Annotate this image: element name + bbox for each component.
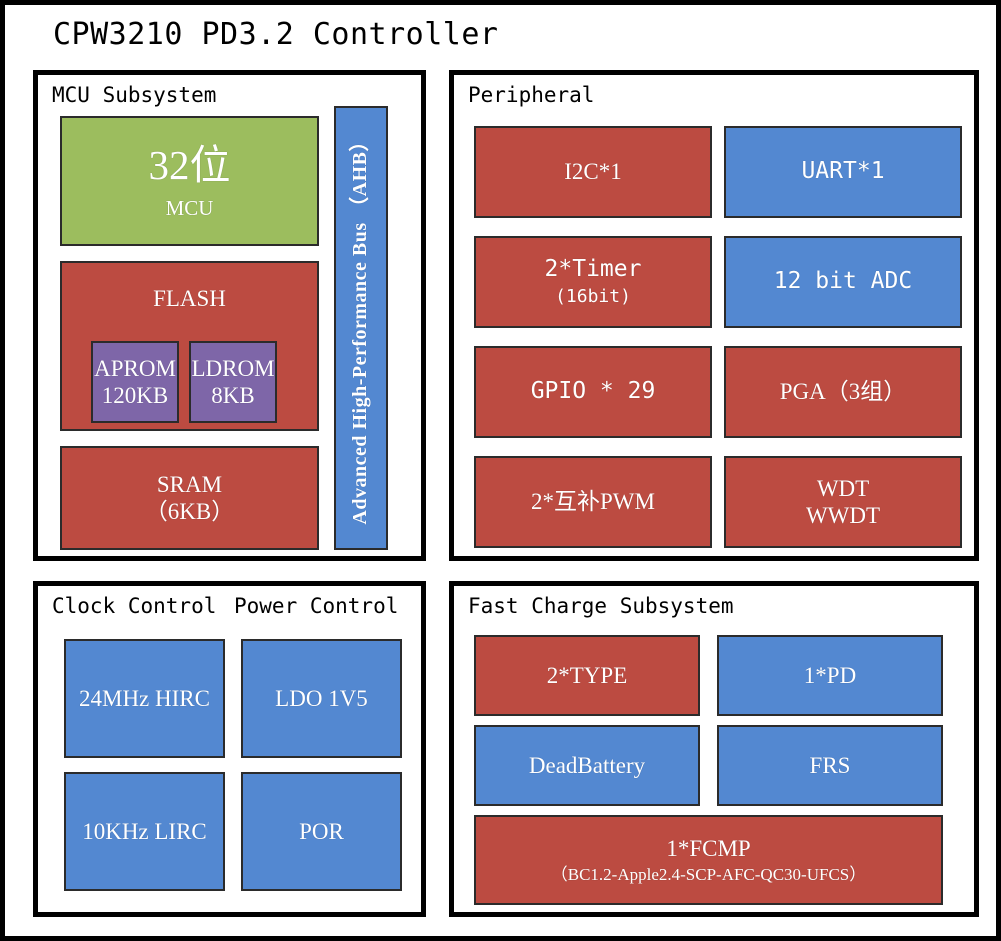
panel-title-mcu-subsystem: MCU Subsystem <box>52 83 217 107</box>
block-mcu-core-sublabel: MCU <box>165 195 214 220</box>
block-hirc-label: 24MHz HIRC <box>79 685 210 711</box>
block-wdt[interactable]: WDT WWDT <box>724 456 962 548</box>
block-ldrom[interactable]: LDROM 8KB <box>189 341 277 423</box>
panel-fast-charge-subsystem: Fast Charge Subsystem 2*TYPE 1*PD DeadBa… <box>449 581 979 917</box>
block-i2c-label: I2C*1 <box>564 159 622 185</box>
block-type-c[interactable]: 2*TYPE <box>474 635 700 716</box>
block-ahb-bus-label: Advanced High-Performance Bus （AHB） <box>349 131 372 525</box>
block-aprom-size: 120KB <box>101 383 169 408</box>
block-gpio-label: GPIO * 29 <box>530 378 656 405</box>
panel-mcu-subsystem: MCU Subsystem 32位 MCU FLASH APROM 120KB … <box>33 70 426 561</box>
panel-title-clock-control: Clock Control <box>52 594 217 618</box>
panel-title-power-control: Power Control <box>234 594 399 618</box>
block-pd-label: 1*PD <box>803 662 857 688</box>
block-aprom-label: APROM <box>94 355 176 381</box>
block-pga[interactable]: PGA（3组） <box>724 346 962 438</box>
panel-peripheral: Peripheral I2C*1 UART*1 2*Timer (16bit) … <box>449 70 979 561</box>
block-por-label: POR <box>299 818 344 844</box>
block-fcmp-protocols: （BC1.2-Apple2.4-SCP-AFC-QC30-UFCS） <box>550 865 867 885</box>
block-hirc[interactable]: 24MHz HIRC <box>64 639 225 758</box>
block-ldo-label: LDO 1V5 <box>275 685 368 711</box>
block-flash[interactable]: FLASH APROM 120KB LDROM 8KB <box>60 261 319 431</box>
block-sram-label: SRAM <box>156 471 223 497</box>
block-timer-sublabel: (16bit) <box>555 286 631 308</box>
block-i2c[interactable]: I2C*1 <box>474 126 712 218</box>
block-ldrom-size: 8KB <box>211 383 255 408</box>
block-adc[interactable]: 12 bit ADC <box>724 236 962 328</box>
panel-title-fast-charge-subsystem: Fast Charge Subsystem <box>468 594 734 618</box>
block-flash-label: FLASH <box>153 286 226 311</box>
block-ahb-bus[interactable]: Advanced High-Performance Bus （AHB） <box>334 106 388 550</box>
block-ldrom-label: LDROM <box>191 355 275 381</box>
block-wwdt-label: WWDT <box>805 503 881 528</box>
block-pwm[interactable]: 2*互补PWM <box>474 456 712 548</box>
block-aprom[interactable]: APROM 120KB <box>91 341 179 423</box>
block-mcu-core-label: 32位 <box>148 142 231 189</box>
block-frs[interactable]: FRS <box>717 725 943 806</box>
block-lirc-label: 10KHz LIRC <box>82 818 207 844</box>
block-fcmp-label: 1*FCMP <box>666 835 751 861</box>
block-uart[interactable]: UART*1 <box>724 126 962 218</box>
page-title: CPW3210 PD3.2 Controller <box>53 17 499 52</box>
panel-clock-power-control: Clock Control Power Control 24MHz HIRC L… <box>33 581 426 917</box>
block-sram[interactable]: SRAM （6KB） <box>60 446 319 550</box>
block-timer-label: 2*Timer <box>544 256 642 283</box>
block-gpio[interactable]: GPIO * 29 <box>474 346 712 438</box>
block-frs-label: FRS <box>809 752 851 778</box>
block-deadbattery-label: DeadBattery <box>528 752 646 778</box>
block-wdt-label: WDT <box>816 475 870 501</box>
panel-title-peripheral: Peripheral <box>468 83 595 107</box>
block-pd[interactable]: 1*PD <box>717 635 943 716</box>
block-type-c-label: 2*TYPE <box>546 662 628 688</box>
block-sram-size: （6KB） <box>144 499 235 524</box>
block-pga-label: PGA（3组） <box>779 379 907 405</box>
block-deadbattery[interactable]: DeadBattery <box>474 725 700 806</box>
block-uart-label: UART*1 <box>801 158 885 185</box>
block-adc-label: 12 bit ADC <box>773 268 913 295</box>
block-mcu-core[interactable]: 32位 MCU <box>60 116 319 246</box>
block-lirc[interactable]: 10KHz LIRC <box>64 772 225 891</box>
block-pwm-label: 2*互补PWM <box>531 489 655 515</box>
block-fcmp[interactable]: 1*FCMP （BC1.2-Apple2.4-SCP-AFC-QC30-UFCS… <box>474 815 943 905</box>
block-ldo[interactable]: LDO 1V5 <box>241 639 402 758</box>
block-timer[interactable]: 2*Timer (16bit) <box>474 236 712 328</box>
block-por[interactable]: POR <box>241 772 402 891</box>
